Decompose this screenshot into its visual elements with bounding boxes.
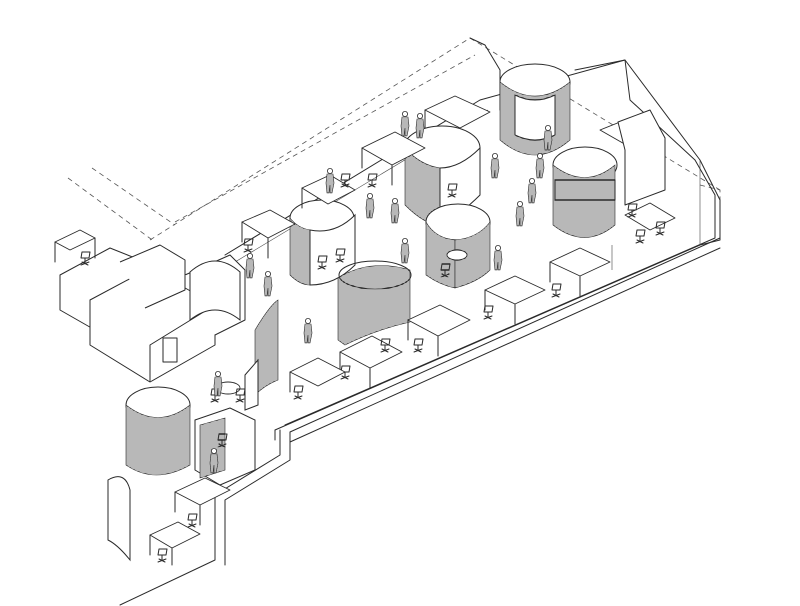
pod-3 [552, 146, 618, 238]
left-room-block [54, 229, 246, 383]
pod-2 [403, 125, 481, 226]
pod-7 [107, 386, 191, 562]
pod-5 [425, 203, 491, 289]
pod-1 [499, 63, 571, 156]
glass-meeting-box [194, 407, 256, 486]
desk-clusters [149, 95, 676, 566]
meeting-pods [107, 63, 618, 562]
curved-partition-left [244, 299, 279, 411]
context-dashed-lines [67, 37, 721, 243]
pod-4 [289, 199, 356, 286]
pod-6 [337, 260, 412, 346]
